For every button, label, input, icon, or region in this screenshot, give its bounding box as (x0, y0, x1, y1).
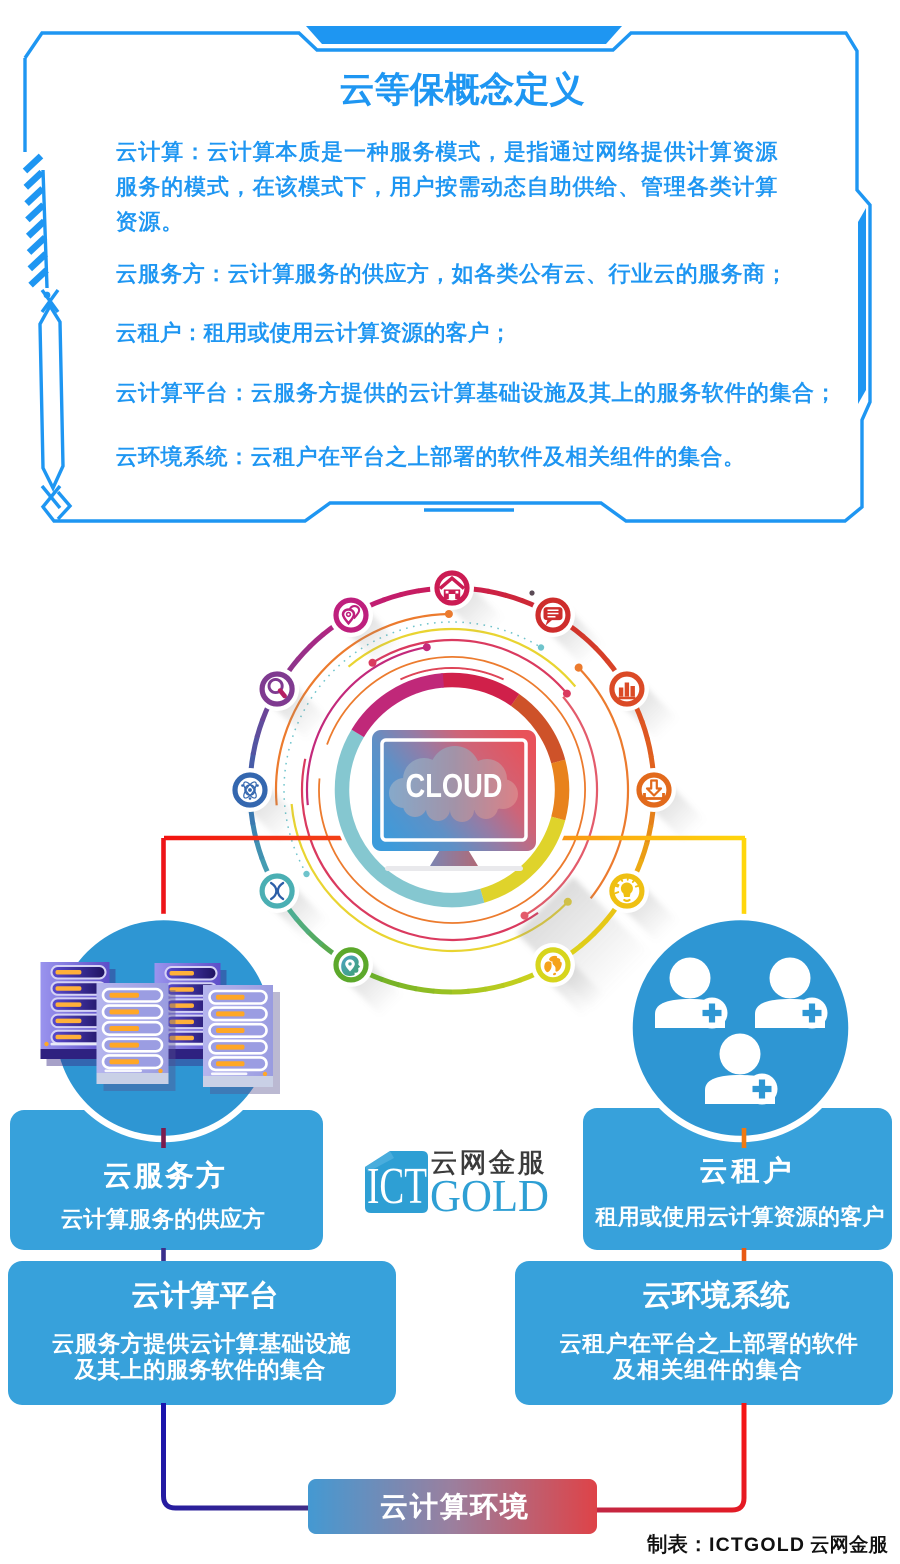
svg-text:ICT: ICT (367, 1158, 427, 1215)
svg-text:CLOUD: CLOUD (406, 767, 503, 804)
svg-text:ICTGOLD: ICTGOLD (709, 1534, 805, 1556)
svg-text:GOLD: GOLD (430, 1170, 549, 1221)
